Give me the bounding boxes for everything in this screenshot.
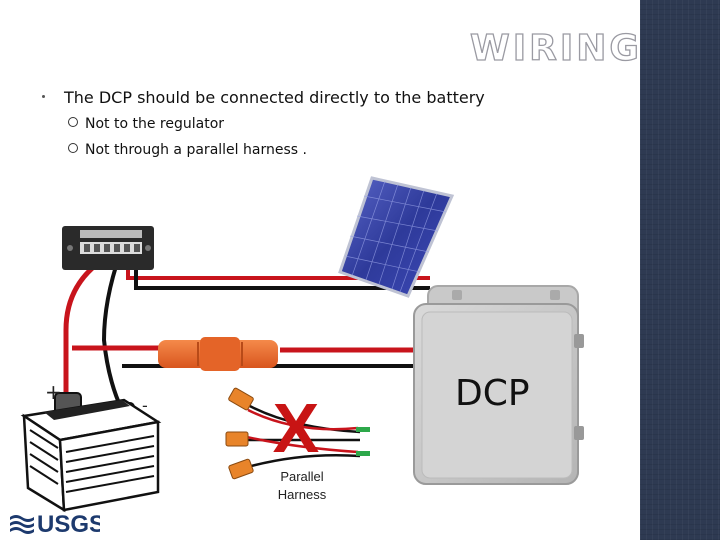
parallel-harness-icon: [225, 387, 370, 480]
harness-label-line2: Harness: [277, 487, 327, 502]
solar-panel-icon: [338, 176, 455, 298]
battery-icon: [20, 392, 162, 513]
reject-x-mark: X: [273, 389, 320, 467]
bullet-dot-icon: [42, 95, 45, 98]
battery-positive-label: +: [45, 380, 62, 404]
harness-label: Parallel Harness: [262, 468, 342, 504]
sub-bullet-1: Not to the regulator: [68, 116, 224, 132]
sub-bullet-ring-icon: [68, 143, 78, 153]
usgs-logo-text: USGS: [37, 511, 100, 535]
sub-bullet-2-text: Not through a parallel harness .: [85, 142, 307, 158]
decorative-sidebar: [640, 0, 720, 540]
sub-bullet-ring-icon: [68, 117, 78, 127]
usgs-logo: USGS: [10, 511, 100, 535]
main-bullet-text: The DCP should be connected directly to …: [64, 88, 485, 107]
battery-negative-label: -: [142, 396, 148, 415]
wiring-diagram: X: [20, 176, 584, 513]
sub-bullet-1-text: Not to the regulator: [85, 116, 225, 132]
inline-fuse-icon: [158, 337, 278, 371]
sub-bullet-2: Not through a parallel harness .: [68, 142, 307, 158]
charge-regulator-icon: [62, 226, 154, 270]
harness-label-line1: Parallel: [280, 469, 324, 484]
dcp-label: DCP: [455, 373, 530, 414]
enclosure-icon: [413, 285, 584, 485]
slide-title: WIRING: [469, 27, 642, 69]
